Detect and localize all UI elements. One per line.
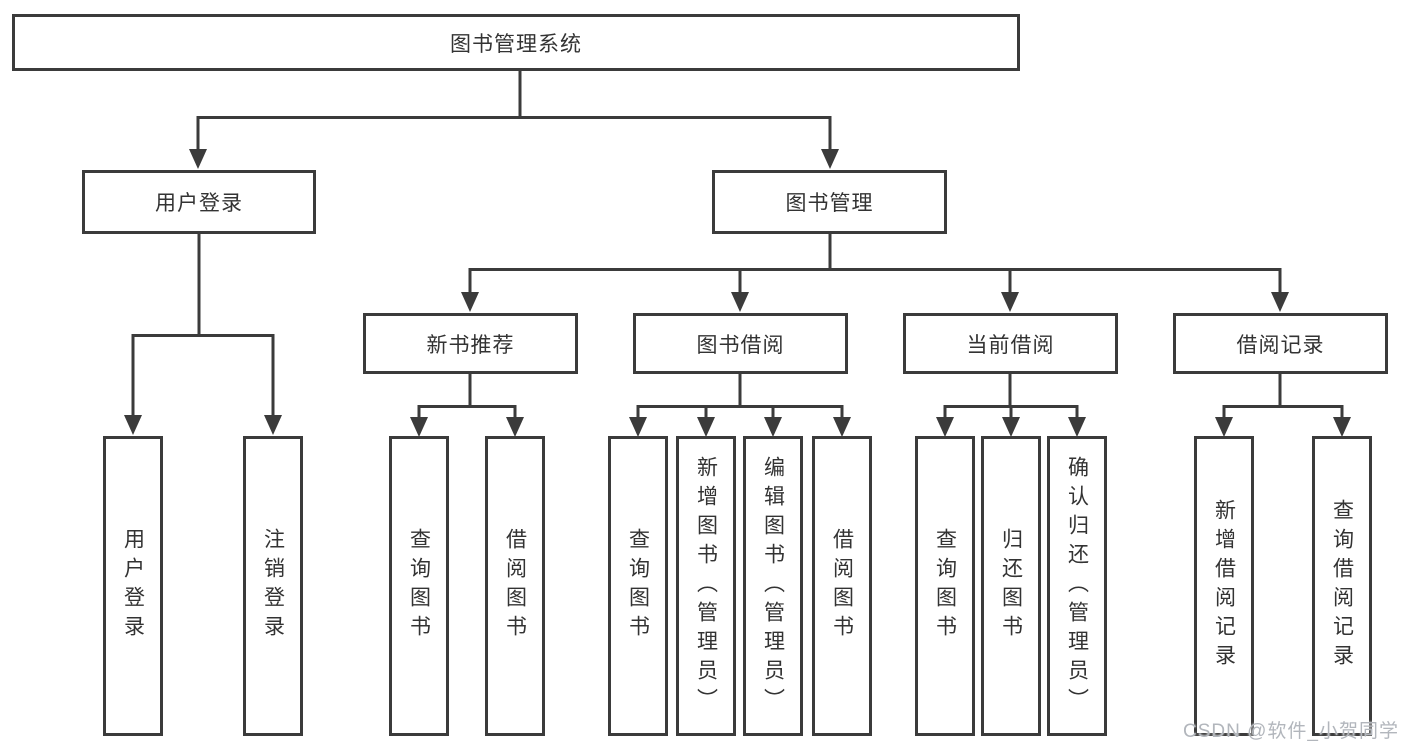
node-leaf-borrow-books-recommend: 借阅图书	[485, 436, 545, 736]
node-leaf-query-borrow-record: 查询借阅记录	[1312, 436, 1372, 736]
node-book-management: 图书管理	[712, 170, 947, 234]
node-label: 借阅图书	[830, 528, 854, 644]
csdn-watermark: CSDN @软件_小贺同学	[1183, 721, 1399, 742]
node-label: 借阅图书	[503, 528, 527, 644]
arrowhead-down-icon	[1271, 292, 1289, 312]
node-leaf-user-login: 用户登录	[103, 436, 163, 736]
node-leaf-query-books-recommend: 查询图书	[389, 436, 449, 736]
node-borrowing-records: 借阅记录	[1173, 313, 1388, 374]
arrowhead-down-icon	[731, 292, 749, 312]
arrowhead-down-icon	[410, 417, 428, 437]
node-label: 归还图书	[999, 528, 1023, 644]
node-label: 查询借阅记录	[1330, 499, 1354, 673]
node-root-library-management-system: 图书管理系统	[12, 14, 1020, 71]
arrowhead-down-icon	[833, 417, 851, 437]
node-leaf-add-books-admin: 新增图书（管理员）	[676, 436, 736, 736]
node-leaf-logout: 注销登录	[243, 436, 303, 736]
arrowhead-down-icon	[1001, 292, 1019, 312]
arrowhead-down-icon	[461, 292, 479, 312]
node-label: 查询图书	[407, 528, 431, 644]
arrowhead-down-icon	[1002, 417, 1020, 437]
arrowhead-down-icon	[264, 415, 282, 435]
node-leaf-return-books: 归还图书	[981, 436, 1041, 736]
node-label: 查询图书	[933, 528, 957, 644]
node-label: 当前借阅	[966, 333, 1055, 357]
node-new-book-recommendation: 新书推荐	[363, 313, 578, 374]
arrowhead-down-icon	[1215, 417, 1233, 437]
arrowhead-down-icon	[936, 417, 954, 437]
node-label: 查询图书	[626, 528, 650, 644]
arrowhead-down-icon	[821, 149, 839, 169]
node-label: 新增图书（管理员）	[694, 455, 718, 717]
arrowhead-down-icon	[629, 417, 647, 437]
node-leaf-borrow-books-borrowing: 借阅图书	[812, 436, 872, 736]
node-leaf-query-books-borrowing: 查询图书	[608, 436, 668, 736]
arrowhead-down-icon	[506, 417, 524, 437]
node-current-borrowing: 当前借阅	[903, 313, 1118, 374]
node-label: 借阅记录	[1236, 333, 1325, 357]
node-label: 新书推荐	[426, 333, 515, 357]
node-leaf-query-books-current: 查询图书	[915, 436, 975, 736]
node-book-borrowing: 图书借阅	[633, 313, 848, 374]
node-leaf-confirm-return-admin: 确认归还（管理员）	[1047, 436, 1107, 736]
arrowhead-down-icon	[1333, 417, 1351, 437]
node-label: 图书管理系统	[450, 32, 582, 56]
node-label: 用户登录	[155, 192, 243, 215]
node-user-login: 用户登录	[82, 170, 316, 234]
node-label: 确认归还（管理员）	[1065, 455, 1089, 717]
arrowhead-down-icon	[764, 417, 782, 437]
arrowhead-down-icon	[189, 149, 207, 169]
node-label: 图书借阅	[696, 333, 785, 357]
arrowhead-down-icon	[1068, 417, 1086, 437]
node-label: 编辑图书（管理员）	[761, 455, 785, 717]
node-leaf-add-borrow-record: 新增借阅记录	[1194, 436, 1254, 736]
node-label: 用户登录	[121, 528, 145, 644]
node-label: 新增借阅记录	[1212, 499, 1236, 673]
arrowhead-down-icon	[697, 417, 715, 437]
arrowhead-down-icon	[124, 415, 142, 435]
node-label: 图书管理	[785, 192, 874, 215]
node-leaf-edit-books-admin: 编辑图书（管理员）	[743, 436, 803, 736]
node-label: 注销登录	[261, 528, 285, 644]
